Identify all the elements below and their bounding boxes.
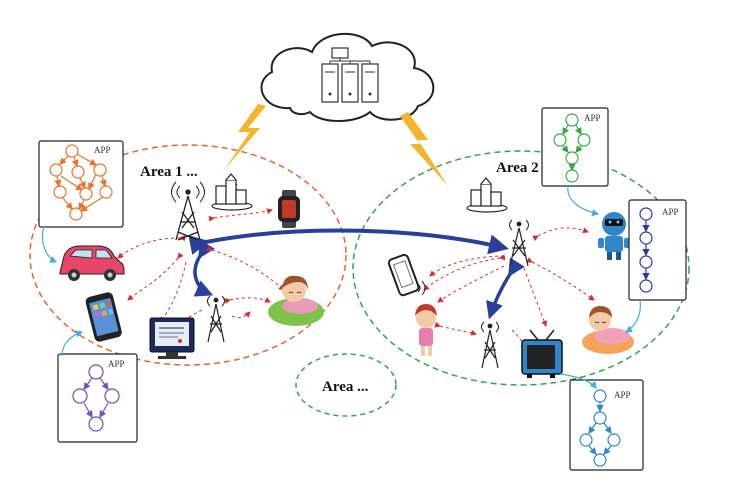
app-label: APP xyxy=(108,359,125,369)
tower-icon xyxy=(207,295,225,343)
app-connector xyxy=(567,185,600,217)
inter-area-link xyxy=(188,228,509,255)
smartphone-icon xyxy=(85,292,122,342)
app-label: APP xyxy=(94,145,111,155)
person-icon xyxy=(415,304,437,356)
area-2-device-links xyxy=(423,227,595,351)
smartwatch-icon xyxy=(278,190,300,228)
sleeping-child-icon xyxy=(582,306,634,354)
app-label: APP xyxy=(614,390,631,400)
app-connector xyxy=(624,299,641,333)
app-box-light-blue: APP xyxy=(569,379,644,471)
app-box-purple: APP xyxy=(57,353,138,443)
app-connector xyxy=(41,225,58,263)
app-label: APP xyxy=(662,207,679,217)
tower-link xyxy=(193,239,215,297)
car-icon xyxy=(59,245,125,281)
tv-icon xyxy=(521,329,563,378)
cloud-server-icon xyxy=(260,33,435,122)
buildings-icon xyxy=(466,177,508,213)
area-3-boundary xyxy=(295,353,397,417)
robot-icon xyxy=(598,212,630,260)
area-1-boundary xyxy=(29,144,347,366)
buildings-icon xyxy=(211,173,253,211)
monitor-icon xyxy=(149,317,195,359)
area-1-label: Area 1 ... xyxy=(140,164,198,180)
app-box-green: APP xyxy=(541,107,609,187)
tower-link xyxy=(486,257,525,320)
area-2-boundary xyxy=(352,150,690,386)
lightning-icon xyxy=(224,104,266,170)
sleeping-child-icon xyxy=(268,275,324,326)
area-2-label: Area 2 ... xyxy=(496,160,554,176)
lightning-icon xyxy=(400,112,448,186)
app-box-blue: APP xyxy=(628,199,687,301)
area-1-device-links xyxy=(117,183,285,329)
app-label: APP xyxy=(584,113,601,123)
tower-icon xyxy=(509,219,529,267)
mobile-phone-icon xyxy=(387,253,420,297)
area-3-label: Area ... xyxy=(322,379,369,395)
app-box-orange: APP xyxy=(38,140,124,228)
app-connector xyxy=(559,373,597,389)
app-connector xyxy=(61,330,84,357)
tower-icon xyxy=(171,181,205,241)
tower-icon xyxy=(481,321,499,369)
signal-waves xyxy=(417,280,426,296)
